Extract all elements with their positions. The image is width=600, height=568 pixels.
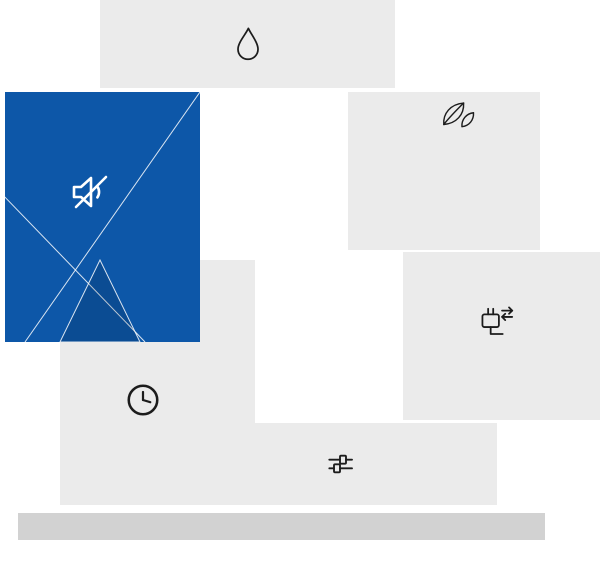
- tile-eco[interactable]: [348, 92, 540, 250]
- clock-icon: [127, 384, 159, 416]
- tile-water[interactable]: [100, 0, 395, 88]
- leaf-icon: [443, 102, 475, 128]
- ribbon-graphic: [5, 92, 200, 342]
- bottom-bar: [18, 513, 545, 540]
- tile-settings[interactable]: [200, 423, 497, 505]
- speaker-muted-icon: [72, 175, 108, 209]
- tile-power[interactable]: [403, 252, 600, 420]
- plug-swap-icon: [481, 306, 514, 335]
- water-drop-icon: [236, 27, 259, 61]
- sliders-icon: [328, 454, 353, 474]
- tile-mute[interactable]: [5, 92, 200, 342]
